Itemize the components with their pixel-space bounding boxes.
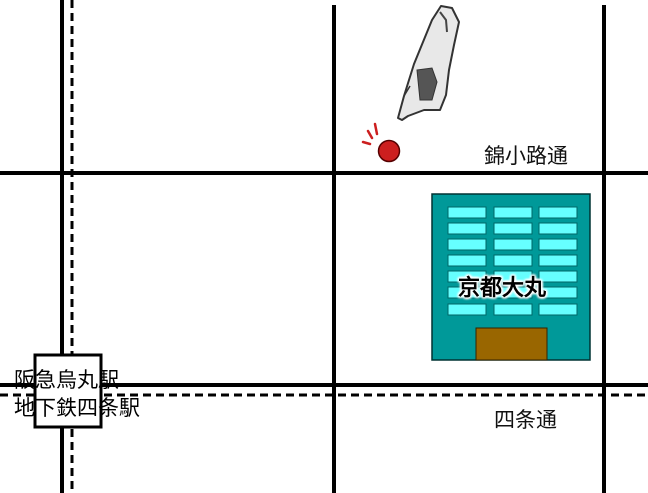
building-windows xyxy=(447,206,578,316)
station-label-subway: 地下鉄四条駅 xyxy=(14,396,140,420)
landmark-label-daimaru: 京都大丸 xyxy=(458,276,547,301)
street-label-nishikikoji: 錦小路通 xyxy=(484,144,568,168)
daimaru-building xyxy=(431,193,591,361)
street-label-shijo: 四条通 xyxy=(494,408,557,432)
building-door xyxy=(475,327,548,361)
location-marker-icon xyxy=(361,122,401,163)
station-box xyxy=(33,353,103,429)
station-label-hankyu: 阪急烏丸駅 xyxy=(14,368,119,392)
pointing-hand-icon xyxy=(397,5,460,121)
